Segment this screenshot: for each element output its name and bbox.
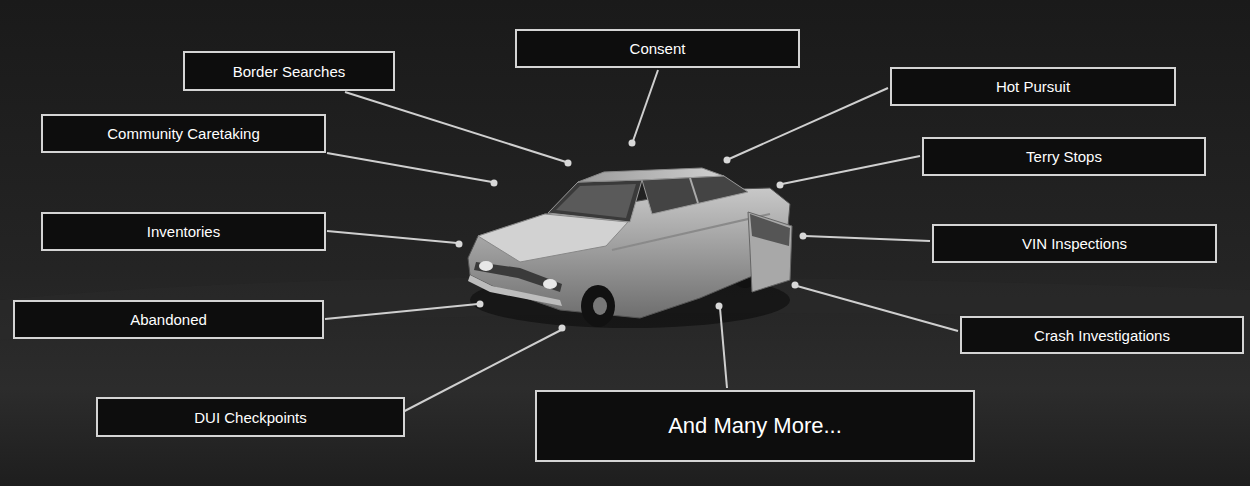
node-label: Community Caretaking <box>107 125 260 142</box>
category-box: Crash Investigations <box>960 316 1244 354</box>
leader-line <box>633 70 658 141</box>
category-box: VIN Inspections <box>932 224 1217 263</box>
summary-box: And Many More... <box>535 390 975 462</box>
node-label: VIN Inspections <box>1022 235 1127 252</box>
node-label: Border Searches <box>233 63 346 80</box>
category-box: Hot Pursuit <box>890 67 1176 106</box>
leader-dot <box>800 233 807 240</box>
leader-line <box>327 231 457 243</box>
node-label: Inventories <box>147 223 220 240</box>
category-box: Border Searches <box>183 51 395 91</box>
node-label: Crash Investigations <box>1034 327 1170 344</box>
leader-line <box>797 286 958 331</box>
leader-dot <box>777 182 784 189</box>
category-box: Community Caretaking <box>41 114 326 153</box>
leader-dot <box>629 140 636 147</box>
node-label: And Many More... <box>668 413 842 439</box>
leader-line <box>345 92 566 162</box>
car <box>468 168 792 328</box>
leader-dot <box>565 160 572 167</box>
category-box: Inventories <box>41 212 326 251</box>
category-box: Abandoned <box>13 300 324 339</box>
leader-line <box>729 88 888 159</box>
node-label: DUI Checkpoints <box>194 409 307 426</box>
leader-line <box>327 153 492 182</box>
leader-dot <box>491 180 498 187</box>
leader-line <box>325 304 478 319</box>
leader-dot <box>559 325 566 332</box>
category-box: Terry Stops <box>922 137 1206 176</box>
leader-line <box>805 236 930 241</box>
node-label: Hot Pursuit <box>996 78 1070 95</box>
leader-dot <box>716 303 723 310</box>
node-label: Consent <box>630 40 686 57</box>
leader-line <box>782 156 920 184</box>
leader-dot <box>724 157 731 164</box>
leader-line <box>720 308 727 388</box>
leader-dot <box>456 241 463 248</box>
category-box: Consent <box>515 29 800 68</box>
leader-dot <box>477 301 484 308</box>
node-label: Terry Stops <box>1026 148 1102 165</box>
leader-dot <box>792 282 799 289</box>
category-box: DUI Checkpoints <box>96 397 405 437</box>
node-label: Abandoned <box>130 311 207 328</box>
